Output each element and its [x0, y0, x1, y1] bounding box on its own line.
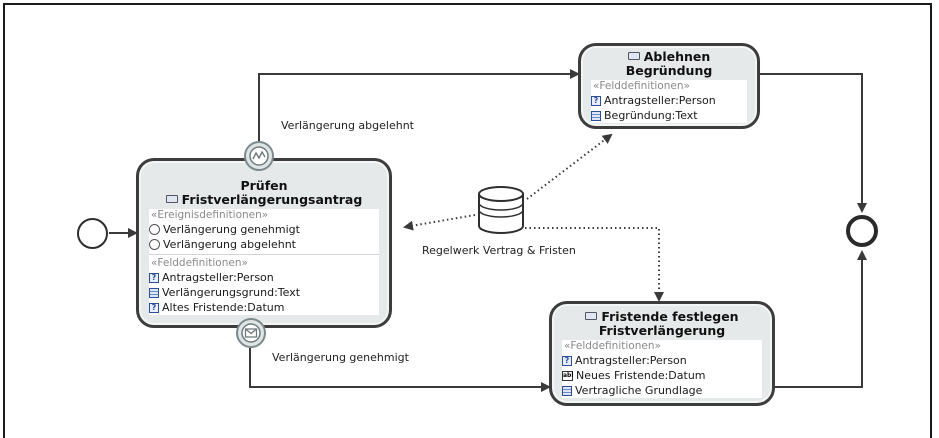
edge-ablehnen-to-end	[760, 73, 867, 213]
task-form-icon	[627, 51, 640, 60]
edge-approved	[249, 348, 551, 392]
task-ablehnen[interactable]: Ablehnen Begründung «Felddefinitionen» ?…	[578, 43, 760, 129]
task-form-icon	[165, 194, 178, 203]
field-row[interactable]: Verlängerungsgrund:Text	[149, 285, 379, 300]
question-icon: ?	[591, 95, 601, 106]
edge-rejected	[258, 69, 580, 145]
edge-label-approved: Verlängerung genehmigt	[272, 351, 409, 364]
field-row[interactable]: ?Altes Fristende:Datum	[149, 300, 379, 315]
boundary-event-conditional[interactable]	[244, 141, 274, 171]
question-icon: ?	[149, 302, 159, 313]
text-lines-icon	[149, 287, 159, 298]
edge-label-rejected: Verlängerung abgelehnt	[281, 119, 414, 132]
conditional-wave-icon	[249, 146, 269, 166]
fields-header: «Felddefinitionen»	[593, 80, 690, 92]
task-fristende-title: Fristende festlegen Fristverlängerung	[552, 304, 772, 338]
text-lines-icon	[562, 385, 572, 396]
radio-icon	[149, 239, 160, 250]
field-row[interactable]: ?Antragsteller:Person	[591, 93, 747, 108]
envelope-icon	[241, 323, 261, 343]
field-row[interactable]: Vertragliche Grundlage	[562, 383, 762, 398]
boundary-event-message[interactable]	[236, 318, 266, 348]
data-store-icon[interactable]	[478, 186, 524, 234]
events-header: «Ereignisdefinitionen»	[151, 209, 269, 221]
question-icon: ?	[149, 272, 159, 283]
fields-header: «Felddefinitionen»	[564, 340, 661, 352]
task-ablehnen-fields: «Felddefinitionen» ?Antragsteller:Person…	[591, 80, 747, 123]
start-event[interactable]	[77, 218, 108, 249]
event-row[interactable]: Verlängerung genehmigt	[149, 222, 379, 237]
task-pruefen[interactable]: Prüfen Fristverlängerungsantrag «Ereigni…	[136, 158, 392, 328]
field-row[interactable]: ?Antragsteller:Person	[149, 270, 379, 285]
radio-icon	[149, 224, 160, 235]
assoc-store-to-pruefen	[403, 214, 476, 231]
task-ablehnen-title: Ablehnen Begründung	[625, 49, 713, 78]
diagram-frame	[3, 3, 932, 438]
text-lines-icon	[591, 110, 601, 121]
task-pruefen-title: Prüfen Fristverlängerungsantrag	[139, 161, 389, 207]
question-icon: ?	[562, 355, 572, 366]
fields-header: «Felddefinitionen»	[151, 257, 248, 269]
task-form-icon	[585, 311, 598, 320]
edge-fristende-to-end	[775, 250, 867, 388]
task-fristende[interactable]: Fristende festlegen Fristverlängerung «F…	[549, 301, 775, 406]
section-divider	[149, 254, 379, 255]
task-pruefen-content: «Ereignisdefinitionen» Verlängerung gene…	[149, 209, 379, 315]
event-row[interactable]: Verlängerung abgelehnt	[149, 237, 379, 252]
assoc-store-to-ablehnen	[526, 133, 613, 200]
task-fristende-fields: «Felddefinitionen» ?Antragsteller:Person…	[562, 340, 762, 398]
end-event[interactable]	[846, 215, 878, 247]
assoc-store-to-fristende	[525, 227, 664, 302]
field-row[interactable]: Begründung:Text	[591, 108, 747, 123]
field-row[interactable]: ?Antragsteller:Person	[562, 353, 762, 368]
data-store-label: Regelwerk Vertrag & Fristen	[422, 244, 576, 257]
abl-icon: abl	[562, 370, 574, 381]
